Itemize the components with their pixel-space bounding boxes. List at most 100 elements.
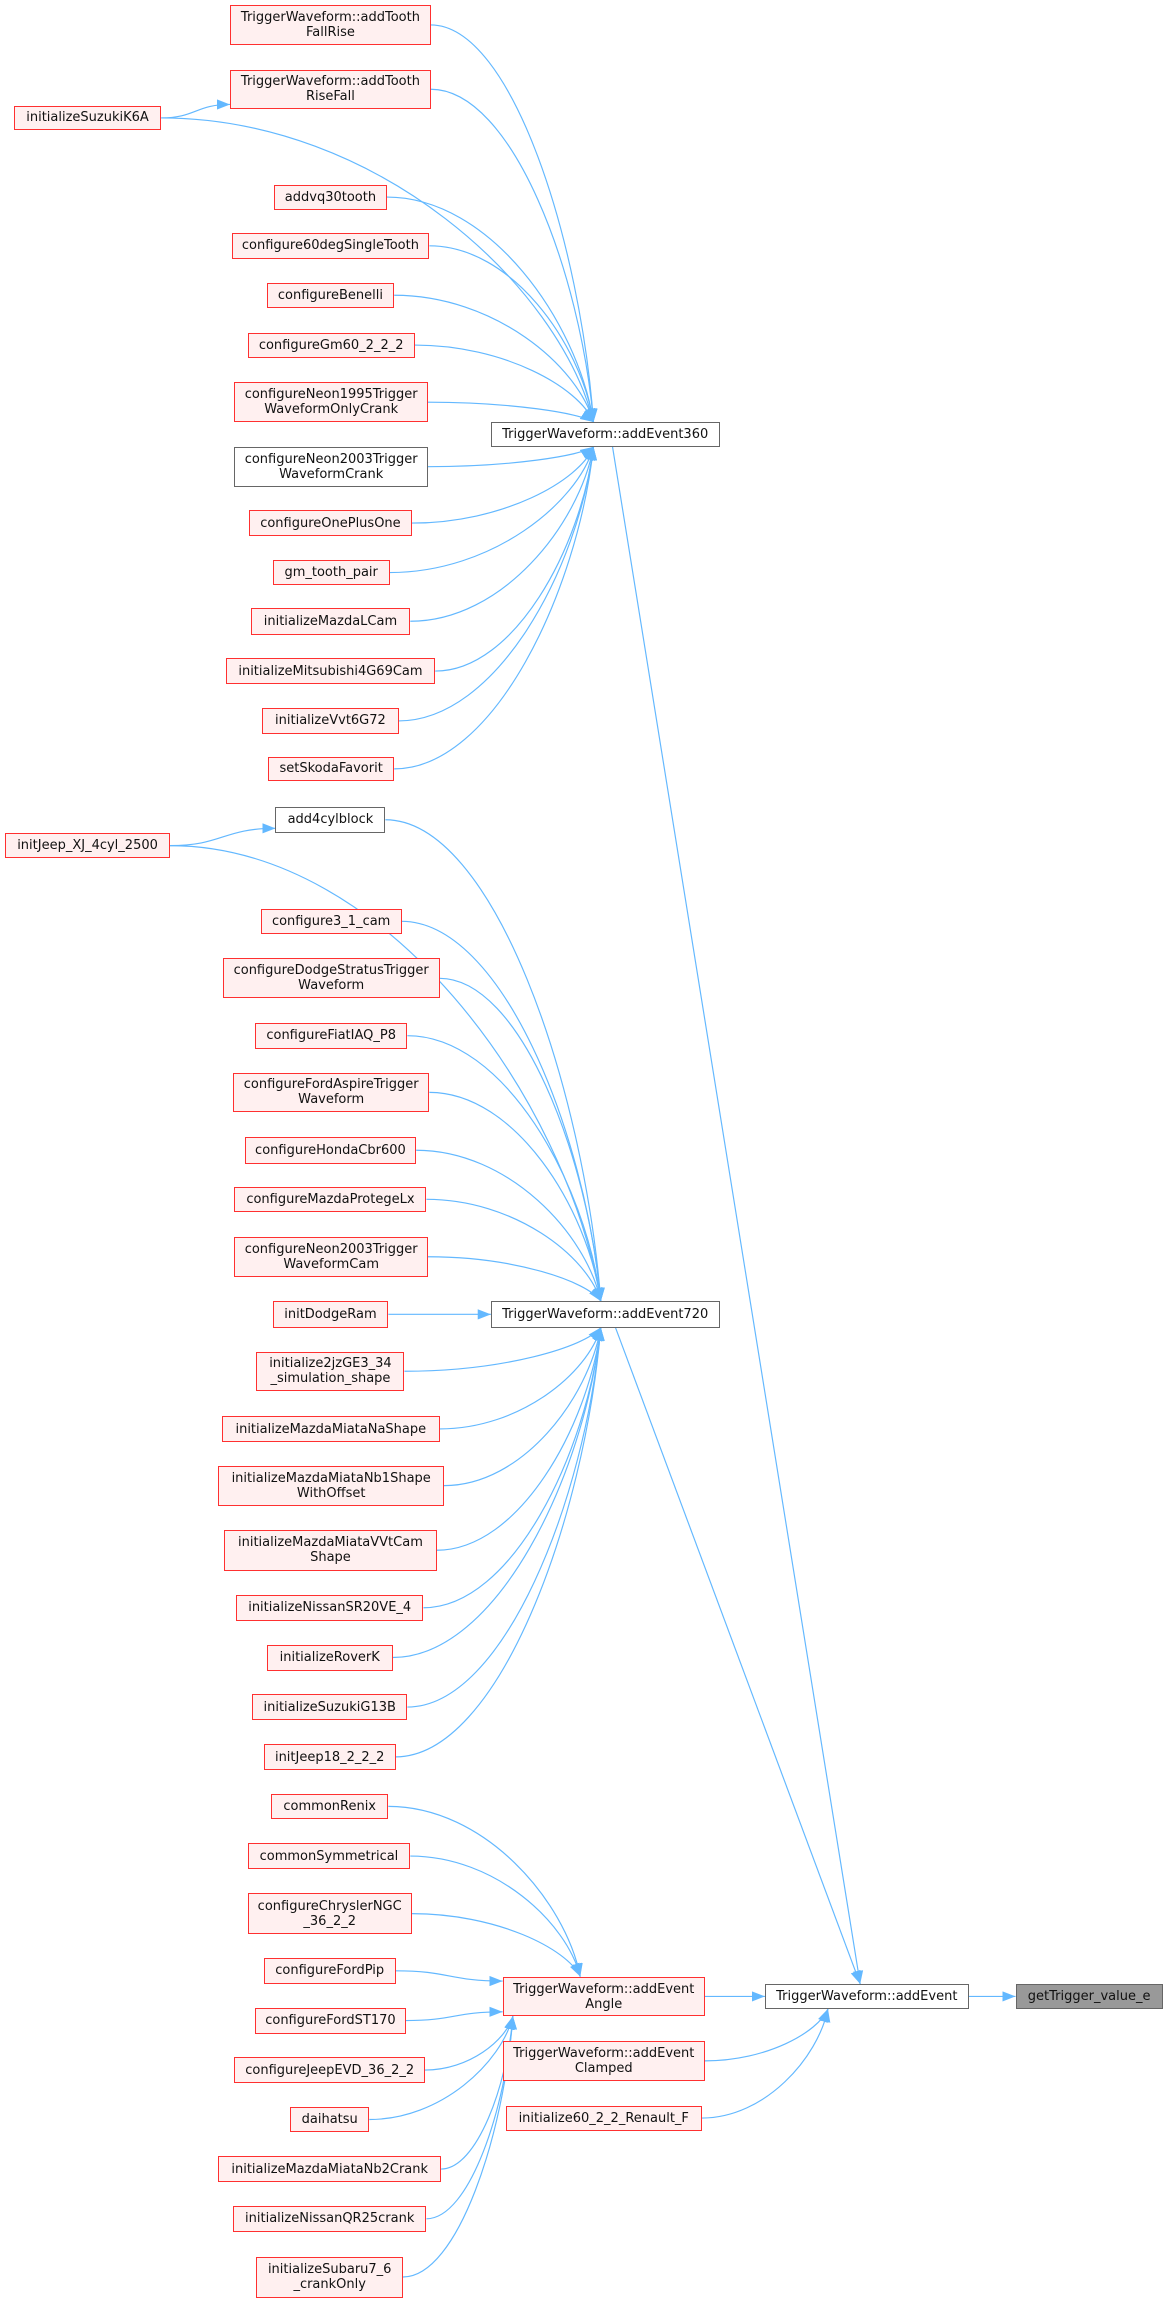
- node-label-line: initializeSuzukiG13B: [263, 1699, 396, 1715]
- node-honda[interactable]: configureHondaCbr600: [244, 1137, 417, 1164]
- node-chrysler[interactable]: configureChryslerNGC_36_2_2: [247, 1893, 412, 1935]
- node-subaru[interactable]: initializeSubaru7_6_crankOnly: [256, 2256, 403, 2298]
- node-label-line: daihatsu: [301, 2112, 358, 2128]
- node-oneplusone[interactable]: configureOnePlusOne: [249, 509, 412, 537]
- edge-jeepevd-to-angle: [424, 2016, 515, 2071]
- node-label-line: initializeSubaru7_6: [267, 2262, 392, 2278]
- node-label-line: TriggerWaveform::addTooth: [240, 9, 420, 25]
- node-benelli[interactable]: configureBenelli: [266, 282, 395, 308]
- node-label-line: setSkodaFavorit: [279, 761, 383, 777]
- node-label-line: initializeMitsubishi4G69Cam: [238, 663, 423, 679]
- node-label-line: addvq30tooth: [284, 189, 377, 205]
- node-fordpip[interactable]: configureFordPip: [263, 1957, 396, 1985]
- node-mazdalcam[interactable]: initializeMazdaLCam: [250, 608, 411, 635]
- node-label-line: _36_2_2: [303, 1913, 356, 1929]
- node-jeepxj[interactable]: initJeep_XJ_4cyl_2500: [5, 833, 170, 859]
- edge-honda-to-ae720: [416, 1149, 604, 1302]
- node-c60deg[interactable]: configure60degSingleTooth: [231, 233, 430, 259]
- node-label-line: getTrigger_value_e: [1027, 1989, 1151, 2005]
- edge-oneplusone-to-ae360: [411, 446, 595, 524]
- node-c31cam[interactable]: configure3_1_cam: [260, 908, 402, 935]
- node-label-line: initializeNissanSR20VE_4: [248, 1600, 412, 1616]
- node-label-line: initializeMazdaMiataNaShape: [235, 1421, 427, 1437]
- node-label-line: configureOnePlusOne: [260, 515, 401, 531]
- node-label-line: add4cylblock: [287, 812, 374, 828]
- node-label-line: configureChryslerNGC: [257, 1898, 402, 1914]
- node-label-line: initializeSuzukiK6A: [26, 110, 149, 126]
- edge-miatanb1-to-ae720: [444, 1327, 604, 1487]
- node-label-line: commonRenix: [283, 1799, 377, 1815]
- edge-fordst170-to-angle: [405, 2006, 503, 2022]
- node-nb2crank[interactable]: initializeMazdaMiataNb2Crank: [218, 2156, 442, 2182]
- node-fordst170[interactable]: configureFordST170: [254, 2007, 406, 2034]
- node-skoda[interactable]: setSkodaFavorit: [268, 756, 395, 782]
- node-label-line: initializeVvt6G72: [275, 713, 386, 729]
- node-label-line: initDodgeRam: [284, 1306, 377, 1322]
- node-suzukik6a[interactable]: initializeSuzukiK6A: [13, 105, 162, 131]
- node-qr25[interactable]: initializeNissanQR25crank: [233, 2206, 427, 2232]
- node-roverk[interactable]: initializeRoverK: [266, 1644, 393, 1671]
- node-addevent[interactable]: TriggerWaveform::addEvent: [764, 1984, 969, 2010]
- node-miatana[interactable]: initializeMazdaMiataNaShape: [222, 1416, 440, 1442]
- edge-risefall-to-ae360: [430, 88, 598, 423]
- node-label-line: initJeep_XJ_4cyl_2500: [17, 838, 158, 854]
- node-label-line: WaveformCrank: [279, 466, 384, 482]
- node-renix[interactable]: commonRenix: [271, 1793, 389, 1820]
- node-ae720[interactable]: TriggerWaveform::addEvent720: [490, 1301, 720, 1328]
- edge-miatana-to-ae720: [439, 1327, 603, 1430]
- node-label-line: configureFiatIAQ_P8: [266, 1028, 396, 1044]
- edge-ae720-to-addevent: [614, 1327, 861, 1985]
- node-label-line: configureNeon1995Trigger: [244, 387, 418, 403]
- node-dodgeram[interactable]: initDodgeRam: [272, 1301, 389, 1328]
- node-jeepevd[interactable]: configureJeepEVD_36_2_2: [234, 2057, 425, 2084]
- node-gmtooth[interactable]: gm_tooth_pair: [272, 559, 390, 586]
- edge-suzukik6a-to-ae360: [161, 117, 596, 423]
- edge-jz-to-ae720: [404, 1327, 602, 1372]
- edge-benelli-to-ae360: [394, 294, 595, 423]
- node-protege[interactable]: configureMazdaProtegeLx: [234, 1186, 427, 1212]
- edge-neon2003cam-to-ae720: [427, 1256, 602, 1302]
- node-label-line: configureNeon2003Trigger: [244, 451, 418, 467]
- node-gettrigger[interactable]: getTrigger_value_e: [1015, 1984, 1163, 2010]
- node-jeep18[interactable]: initJeep18_2_2_2: [263, 1743, 396, 1771]
- edge-jeepxj-to-add4cyl: [169, 823, 276, 847]
- node-label-line: TriggerWaveform::addEvent: [513, 2046, 695, 2062]
- node-symm[interactable]: commonSymmetrical: [247, 1843, 411, 1869]
- node-label-line: configure60degSingleTooth: [241, 238, 419, 254]
- node-vvt6g72[interactable]: initializeVvt6G72: [262, 707, 399, 735]
- node-ae360[interactable]: TriggerWaveform::addEvent360: [490, 422, 720, 447]
- node-jz[interactable]: initialize2jzGE3_34_simulation_shape: [256, 1351, 405, 1392]
- node-add4cyl[interactable]: add4cylblock: [275, 806, 386, 833]
- node-mitsu[interactable]: initializeMitsubishi4G69Cam: [225, 657, 436, 685]
- node-label-line: gm_tooth_pair: [284, 565, 378, 581]
- node-label-line: configure3_1_cam: [271, 913, 391, 929]
- edge-gm60-to-ae360: [414, 344, 595, 423]
- edge-symm-to-angle: [410, 1855, 583, 1977]
- node-addvq30[interactable]: addvq30tooth: [274, 184, 387, 210]
- node-renault[interactable]: initialize60_2_2_Renault_F: [505, 2105, 702, 2131]
- node-g13b[interactable]: initializeSuzukiG13B: [252, 1694, 408, 1721]
- node-label-line: initializeNissanQR25crank: [245, 2211, 415, 2227]
- node-label-line: commonSymmetrical: [259, 1848, 399, 1864]
- edge-gmtooth-to-ae360: [389, 446, 595, 574]
- node-label-line: RiseFall: [305, 89, 355, 105]
- node-sr20[interactable]: initializeNissanSR20VE_4: [235, 1595, 424, 1621]
- node-label-line: TriggerWaveform::addEvent360: [502, 426, 709, 442]
- edge-miatavvt-to-ae720: [436, 1327, 605, 1551]
- node-label-line: TriggerWaveform::addEvent720: [502, 1306, 709, 1322]
- node-gm60[interactable]: configureGm60_2_2_2: [247, 332, 415, 358]
- node-daihatsu[interactable]: daihatsu: [290, 2107, 370, 2133]
- node-fiat[interactable]: configureFiatIAQ_P8: [254, 1022, 408, 1049]
